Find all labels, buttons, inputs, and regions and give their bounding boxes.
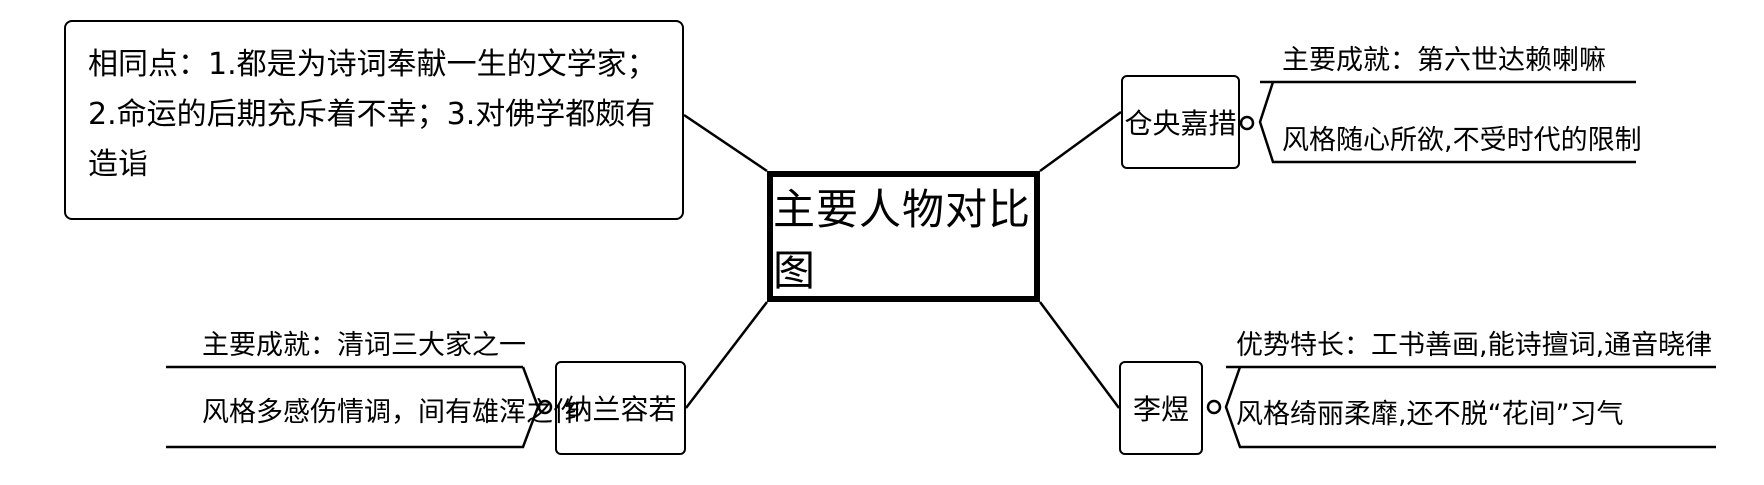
common-points-note[interactable]: 相同点：1.都是为诗词奉献一生的文学家； 2.命运的后期充斥着不幸；3.对佛学都… <box>64 20 684 220</box>
node-nalan-label: 纳兰容若 <box>564 393 677 426</box>
note-line-1: 相同点：1.都是为诗词奉献一生的文学家； <box>88 47 657 82</box>
collapse-handle-cangyang <box>1239 115 1255 131</box>
note-line-3: 造诣 <box>88 147 148 182</box>
cangyang-achievement: 主要成就：第六世达赖喇嘛 <box>1282 45 1606 76</box>
connector-center-liyu <box>1038 301 1121 409</box>
note-line-2: 2.命运的后期充斥着不幸；3.对佛学都颇有 <box>88 97 656 132</box>
node-cangyang-label: 仓央嘉措 <box>1124 107 1237 140</box>
center-topic-label: 主要人物对比图 <box>773 184 1032 295</box>
node-liyu-label: 李煜 <box>1132 393 1189 426</box>
liyu-style: 风格绮丽柔靡,还不脱“花间”习气 <box>1236 399 1624 430</box>
bracket-liyu-bottom <box>1224 366 1716 449</box>
center-topic[interactable]: 主要人物对比图 <box>767 171 1040 302</box>
node-nalan[interactable]: 纳兰容若 <box>555 361 686 455</box>
bracket-nalan-bottom <box>166 366 540 449</box>
nalan-achievement: 主要成就：清词三大家之一 <box>202 330 526 361</box>
node-liyu[interactable]: 李煜 <box>1119 361 1203 455</box>
connector-center-cangyang <box>1039 110 1122 173</box>
cangyang-style: 风格随心所欲,不受时代的限制 <box>1282 125 1642 156</box>
collapse-handle-liyu <box>1206 399 1222 415</box>
node-cangyang[interactable]: 仓央嘉措 <box>1121 75 1240 169</box>
connector-center-nalan <box>685 301 768 409</box>
nalan-style: 风格多感伤情调，间有雄浑之作 <box>202 397 580 428</box>
bracket-cangyang-bottom <box>1258 81 1636 164</box>
liyu-strengths: 优势特长：工书善画,能诗擅词,通音晓律 <box>1236 330 1713 361</box>
connector-center-note <box>683 113 768 173</box>
